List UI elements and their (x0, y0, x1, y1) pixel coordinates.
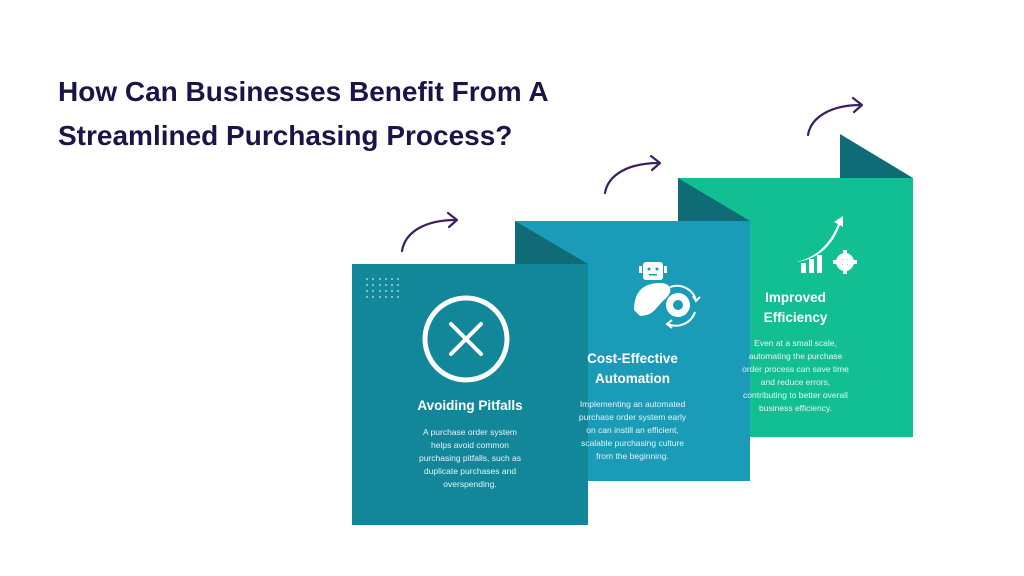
step-heading: Efficiency (763, 310, 828, 325)
growth-chart-gear-icon (796, 216, 857, 274)
step-body-line: overspending. (443, 479, 497, 489)
dot-grid-decoration (366, 278, 399, 298)
step-card-avoiding-pitfalls: Avoiding Pitfalls A purchase order syste… (352, 396, 588, 491)
step-body-line: purchase order system early (578, 412, 687, 422)
step-body-line: and reduce errors, (760, 377, 831, 387)
step-body-line: order process can save time (742, 364, 849, 374)
step-heading: Avoiding Pitfalls (417, 398, 523, 413)
card3-fold (678, 178, 750, 221)
step-body-line: Even at a small scale, (754, 338, 837, 348)
step-body-line: business efficiency. (759, 403, 832, 413)
curved-arrow-icon (603, 154, 662, 195)
step-heading: Automation (595, 371, 670, 386)
step-card-cost-effective-automation: Cost-Effective Automation Implementing a… (515, 349, 750, 463)
step-body-line: from the beginning. (596, 451, 669, 461)
card3-flag (840, 134, 913, 178)
title-line-1: How Can Businesses Benefit From A (58, 76, 549, 107)
step-body-line: Implementing an automated (579, 399, 686, 409)
step-heading: Improved (765, 290, 826, 305)
card2-fold (515, 221, 588, 264)
page-title: How Can Businesses Benefit From A Stream… (58, 70, 658, 158)
step-body-line: purchasing pitfalls, such as (418, 453, 522, 463)
step-body-line: scalable purchasing culture (580, 438, 684, 448)
card1-panel (352, 264, 588, 525)
x-circle-icon (422, 295, 510, 383)
step-body-line: automating the purchase (748, 351, 843, 361)
step-body-line: helps avoid common (431, 440, 509, 450)
step-card-improved-efficiency: Improved Efficiency Even at a small scal… (678, 288, 913, 415)
step-body-line: A purchase order system (422, 427, 517, 437)
step-body-line: on can instill an efficient, (586, 425, 679, 435)
robot-gear-icon (634, 262, 701, 329)
curved-arrow-icon (400, 211, 459, 253)
title-line-2: Streamlined Purchasing Process? (58, 120, 513, 151)
step-body-line: contributing to better overall (743, 390, 848, 400)
curved-arrow-icon (806, 96, 864, 137)
step-body-line: duplicate purchases and (423, 466, 517, 476)
step-heading: Cost-Effective (587, 351, 678, 366)
